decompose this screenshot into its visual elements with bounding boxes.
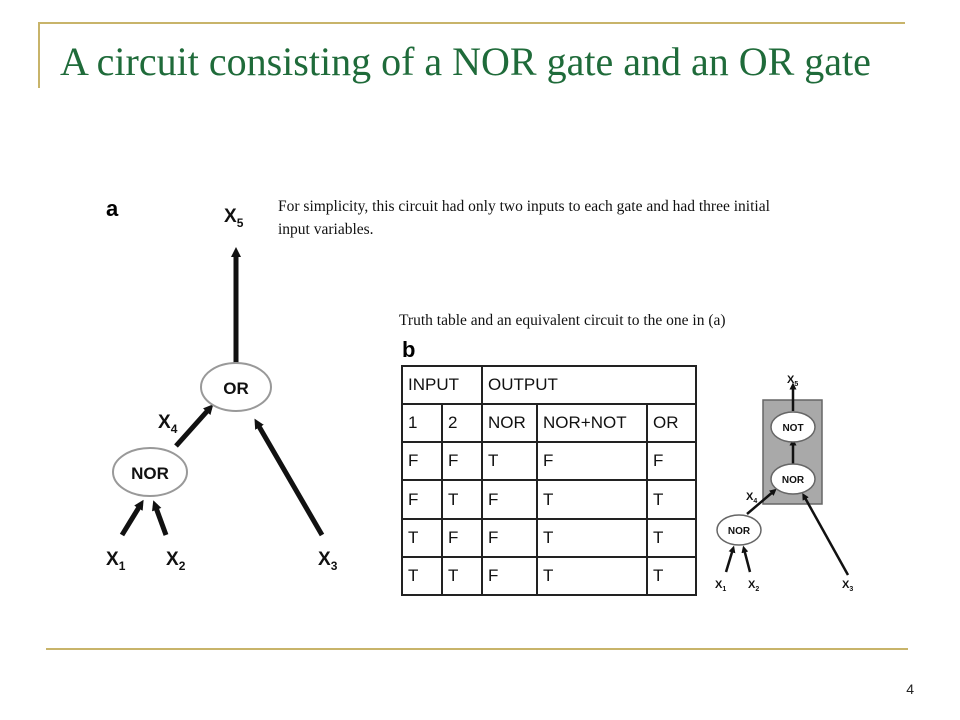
table-cell: T (481, 441, 538, 482)
nor-gate-label: NOR (131, 464, 169, 483)
small-x2-arrow (741, 545, 752, 573)
bottom-rule (46, 648, 908, 650)
table-cell: F (481, 517, 538, 558)
nor-top-gate-node (770, 463, 816, 495)
nor-bottom-gate-node (716, 514, 762, 546)
column-header: OR (645, 403, 698, 444)
table-column-header-row: 1 2 NOR NOR+NOT OR (401, 403, 698, 444)
x3-to-or-arrow (254, 418, 325, 537)
group-header-input: INPUT (401, 364, 483, 406)
top-rule (40, 22, 905, 24)
table-cell: T (645, 517, 698, 558)
table-cell: F (441, 441, 483, 482)
small-x3-arrow (802, 492, 850, 576)
table-cell: F (481, 555, 538, 597)
page-number: 4 (906, 681, 914, 697)
column-header: 1 (401, 403, 443, 444)
or-gate-label: OR (223, 379, 249, 398)
column-header: NOR (481, 403, 538, 444)
group-header-output: OUTPUT (480, 364, 698, 406)
small-x2-label: X2 (748, 579, 759, 593)
table-cell: T (645, 479, 698, 520)
small-nor-to-nor-arrow (746, 488, 777, 515)
left-accent-rule (38, 22, 40, 88)
truth-table-caption: Truth table and an equivalent circuit to… (399, 312, 726, 329)
panel-b-letter: b (402, 337, 416, 362)
table-cell: T (441, 555, 483, 597)
table-row: F F T F F (401, 441, 698, 482)
table-row: T T F T T (401, 555, 698, 597)
nor-top-gate-label: NOR (782, 475, 805, 486)
truth-table: INPUT OUTPUT 1 2 NOR NOR+NOT OR F F T F … (401, 364, 698, 597)
slide-title: A circuit consisting of a NOR gate and a… (60, 39, 871, 84)
small-x4-label: X4 (746, 491, 757, 505)
table-cell: T (401, 555, 443, 597)
table-cell: F (441, 517, 483, 558)
nor-bottom-gate-label: NOR (728, 526, 751, 537)
table-cell: T (536, 555, 648, 597)
table-cell: T (536, 479, 648, 520)
or-gate-node (200, 362, 272, 412)
x3-label: X3 (318, 549, 338, 573)
table-cell: T (536, 517, 648, 558)
column-header: 2 (441, 403, 483, 444)
x4-label: X4 (158, 412, 178, 436)
nor-to-or-arrow (174, 404, 214, 448)
small-x3-label: X3 (842, 579, 853, 593)
not-gate-label: NOT (782, 423, 803, 434)
simplicity-note: For simplicity, this circuit had only tw… (278, 198, 770, 238)
x2-label: X2 (166, 549, 186, 573)
table-cell: F (481, 479, 538, 520)
table-cell: T (645, 555, 698, 597)
table-cell: T (441, 479, 483, 520)
x2-to-nor-arrow (152, 500, 169, 536)
panel-a-letter: a (106, 196, 119, 221)
small-x5-label: X5 (787, 374, 798, 388)
table-group-header-row: INPUT OUTPUT (401, 364, 698, 406)
column-header: NOR+NOT (536, 403, 648, 444)
table-cell: F (536, 441, 648, 482)
table-cell: T (401, 517, 443, 558)
table-row: F T F T T (401, 479, 698, 520)
not-gate-node (770, 411, 816, 443)
x5-label: X5 (224, 206, 244, 230)
small-x1-label: X1 (715, 579, 726, 593)
table-cell: F (401, 441, 443, 482)
table-cell: F (645, 441, 698, 482)
x1-to-nor-arrow (119, 499, 144, 537)
nor-gate-node (112, 447, 188, 497)
small-x1-arrow (724, 545, 736, 573)
table-cell: F (401, 479, 443, 520)
x1-label: X1 (106, 549, 126, 573)
table-row: T F F T T (401, 517, 698, 558)
